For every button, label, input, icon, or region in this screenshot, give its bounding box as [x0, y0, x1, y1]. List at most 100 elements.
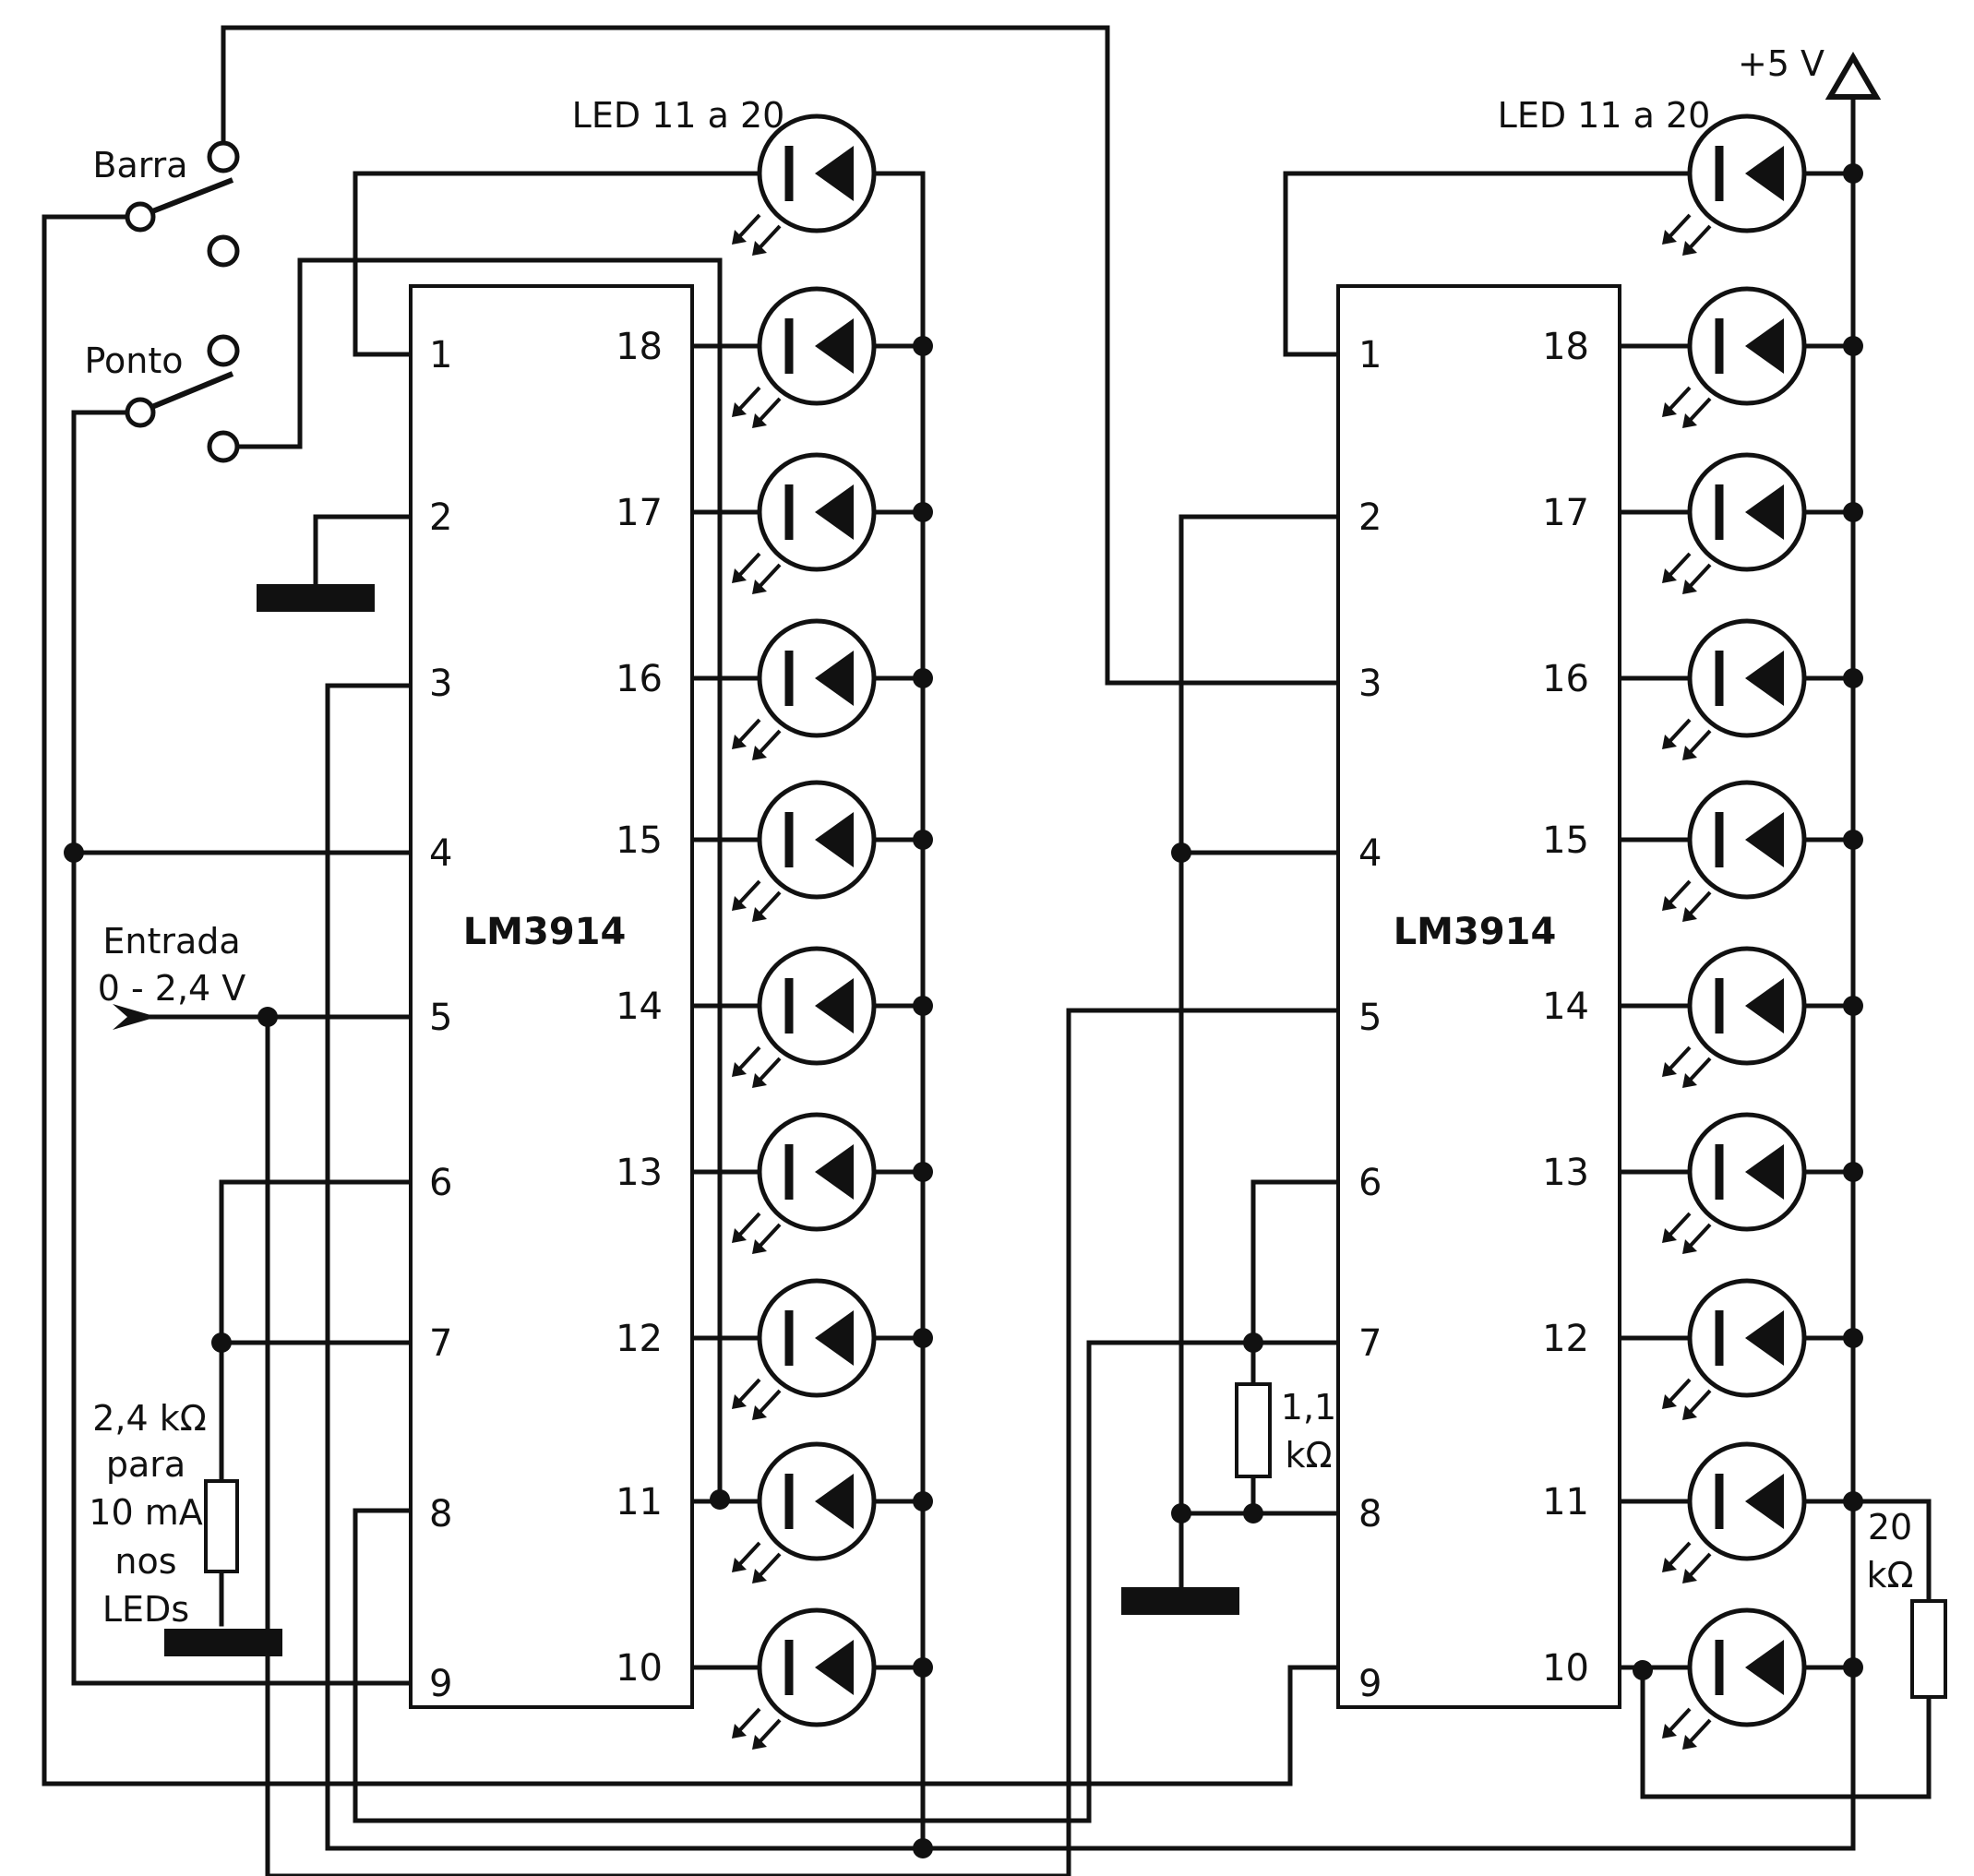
junction-dot [1843, 1657, 1863, 1678]
pin-label: 15 [616, 819, 663, 862]
led-icon [732, 114, 926, 256]
pin-label: 10 [616, 1647, 663, 1690]
junction-dot [913, 1657, 933, 1678]
pin-label: 3 [1358, 663, 1382, 705]
junction-dot [1843, 668, 1863, 688]
pin-label: 6 [429, 1162, 452, 1204]
pin-label: 12 [1542, 1318, 1589, 1360]
junction-dot [1843, 163, 1863, 184]
junction-dot [1171, 1503, 1191, 1524]
pin-label: 14 [616, 986, 663, 1028]
input-range-label: 0 - 2,4 V [98, 968, 246, 1009]
led-icon [1617, 1441, 1856, 1583]
pin-label: 16 [1542, 658, 1589, 700]
resistor-label-right: 20 kΩ [1866, 1507, 1913, 1595]
led-icon [689, 1607, 926, 1750]
pin-label: 18 [1542, 326, 1589, 368]
led-bank-right [1617, 114, 1856, 1750]
resistor-label-mid: 1,1 kΩ [1281, 1387, 1336, 1476]
svg-text:10 mA: 10 mA [89, 1492, 202, 1533]
junction-dot [913, 1491, 933, 1512]
led-icon [1662, 114, 1856, 256]
vcc-arrow-icon [1824, 52, 1882, 100]
switch-label-ponto: Ponto [84, 341, 183, 381]
svg-text:20: 20 [1868, 1507, 1912, 1547]
pin-label: 5 [429, 997, 452, 1039]
led-icon [1617, 286, 1856, 428]
pin-label: 14 [1542, 986, 1589, 1028]
junction-dot [913, 1838, 933, 1858]
junction-dot [257, 1007, 278, 1027]
pin-label: 7 [1358, 1322, 1382, 1365]
switch-icon [125, 334, 240, 463]
led-icon [689, 1441, 926, 1583]
ground-icon [257, 584, 375, 612]
pin-label: 1 [1358, 334, 1382, 376]
ground-icon [1121, 1587, 1239, 1615]
junction-dot [1843, 1491, 1863, 1512]
pin-label: 13 [616, 1152, 663, 1194]
junction-dot [913, 996, 933, 1016]
junction-dot [64, 842, 84, 863]
pin-label: 7 [429, 1322, 452, 1365]
vcc-label: +5 V [1738, 43, 1824, 84]
input-arrow-icon [113, 1004, 157, 1030]
pin-label: 9 [1358, 1663, 1382, 1705]
svg-text:nos: nos [114, 1541, 176, 1582]
resistor-label-left: 2,4 kΩ para 10 mA nos LEDs [89, 1398, 207, 1630]
resistor-icon [204, 1479, 239, 1573]
ground-icon [164, 1629, 282, 1656]
led-icon [689, 618, 926, 760]
junction-dot [913, 502, 933, 522]
junction-dots [64, 163, 1863, 1858]
svg-text:1,1: 1,1 [1281, 1387, 1336, 1428]
led-icon [689, 780, 926, 922]
pin-label: 3 [429, 663, 452, 705]
junction-dot [1843, 1328, 1863, 1348]
junction-dot [913, 336, 933, 356]
pin-label: 2 [1358, 496, 1382, 539]
led-icon [1617, 1278, 1856, 1420]
junction-dot [1843, 996, 1863, 1016]
pin-label: 8 [429, 1493, 452, 1535]
pin-label: 11 [616, 1481, 663, 1524]
led-icon [689, 286, 926, 428]
junction-dot [1243, 1503, 1263, 1524]
pin-label: 9 [429, 1663, 452, 1705]
led-icon [1617, 946, 1856, 1088]
svg-text:para: para [106, 1444, 185, 1485]
svg-text:kΩ: kΩ [1285, 1435, 1332, 1476]
led-icon [689, 452, 926, 594]
switch-icon [125, 140, 240, 268]
led-bank-label-left: LED 11 a 20 [572, 95, 785, 136]
led-icon [1617, 780, 1856, 922]
svg-text:2,4 kΩ: 2,4 kΩ [92, 1398, 207, 1439]
led-bank-label-right: LED 11 a 20 [1498, 95, 1711, 136]
junction-dot [1171, 842, 1191, 863]
resistor-icon [1235, 1382, 1272, 1478]
junction-dot [1843, 830, 1863, 850]
pin-label: 2 [429, 496, 452, 539]
svg-text:kΩ: kΩ [1866, 1555, 1913, 1595]
junction-dot [211, 1332, 232, 1353]
junction-dot [913, 1328, 933, 1348]
pin-label: 18 [616, 326, 663, 368]
junction-dot [913, 1162, 933, 1182]
pin-label: 13 [1542, 1152, 1589, 1194]
junction-dot [710, 1489, 730, 1510]
pin-label: 5 [1358, 997, 1382, 1039]
junction-dot [913, 668, 933, 688]
led-icon [1617, 1607, 1856, 1750]
led-bank-left [689, 114, 926, 1750]
junction-dot [1843, 1162, 1863, 1182]
led-icon [1617, 618, 1856, 760]
pin-label: 17 [616, 492, 663, 534]
junction-dot [1843, 502, 1863, 522]
pin-label: 12 [616, 1318, 663, 1360]
